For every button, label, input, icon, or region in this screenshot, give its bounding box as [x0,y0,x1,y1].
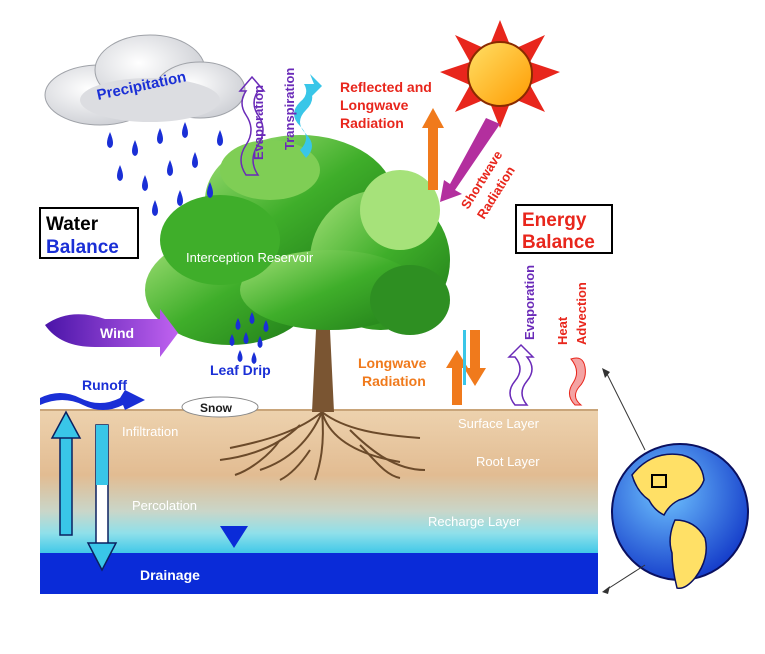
evaporation-left-label: Evaporation [251,85,266,160]
globe-pointer-arrowhead-bottom [602,586,610,594]
percolation-label: Percolation [132,498,197,513]
reflected-radiation-arrow-icon [422,108,444,190]
longwave-radiation-line2: Radiation [362,373,426,389]
globe-pointer-bottom [605,564,646,591]
water-balance-line1: Water [46,214,99,235]
infiltration-up-arrow-icon [50,410,82,536]
evaporation-right-label: Evaporation [522,265,537,340]
root-layer-label: Root Layer [476,454,540,469]
reflected-radiation-line1: Reflected and [340,79,432,95]
energy-balance-box: Energy Balance [515,204,613,254]
globe-icon [611,443,749,590]
runoff-arrow-icon [40,390,145,410]
leaf-drip-drops [229,312,269,364]
longwave-radiation-arrows-icon [446,330,486,405]
transpiration-label: Transpiration [282,68,297,150]
wind-label: Wind [100,325,134,341]
water-balance-box: Water Balance [39,207,139,259]
heat-advection-arrow-icon [569,357,586,406]
leaf-drip-label: Leaf Drip [210,362,271,378]
shortwave-arrow-icon [440,118,500,202]
reflected-radiation-line2: Longwave [340,97,409,113]
infiltration-label: Infiltration [122,424,178,439]
snow-label: Snow [200,401,233,415]
longwave-radiation-line1: Longwave [358,355,427,371]
energy-balance-line2: Balance [522,232,595,253]
snow-patch [181,396,259,418]
water-balance-line2: Balance [46,237,119,258]
water-table-marker-icon [220,526,248,548]
drainage-label: Drainage [140,567,200,583]
globe-pointer-top [605,371,646,451]
soil-layers [40,410,598,555]
energy-balance-line1: Energy [522,210,587,231]
wind-arrow-icon [45,309,178,357]
runoff-label: Runoff [82,377,127,393]
tree-canopy [145,135,450,345]
recharge-layer-label: Recharge Layer [428,514,521,529]
reflected-radiation-line3: Radiation [340,115,404,131]
sun-icon [440,20,560,128]
transpiration-arrow-icon [294,74,322,158]
rain-cloud [44,34,246,126]
interception-reservoir-label: Interception Reservoir [186,250,314,265]
heat-advection-line2: Advection [574,282,589,345]
tree-trunk [300,296,344,412]
evaporation-right-arrow-icon [507,343,535,406]
percolation-down-arrow-icon [86,424,118,572]
globe-pointer-arrowhead-top [602,368,610,378]
soil-profile [40,409,598,594]
heat-advection-line1: Heat [555,316,570,345]
evaporation-left-arrow-icon [238,75,266,176]
surface-layer-label: Surface Layer [458,416,540,431]
raindrops [107,122,223,216]
drainage-band [40,553,598,594]
tree-roots [219,411,426,481]
